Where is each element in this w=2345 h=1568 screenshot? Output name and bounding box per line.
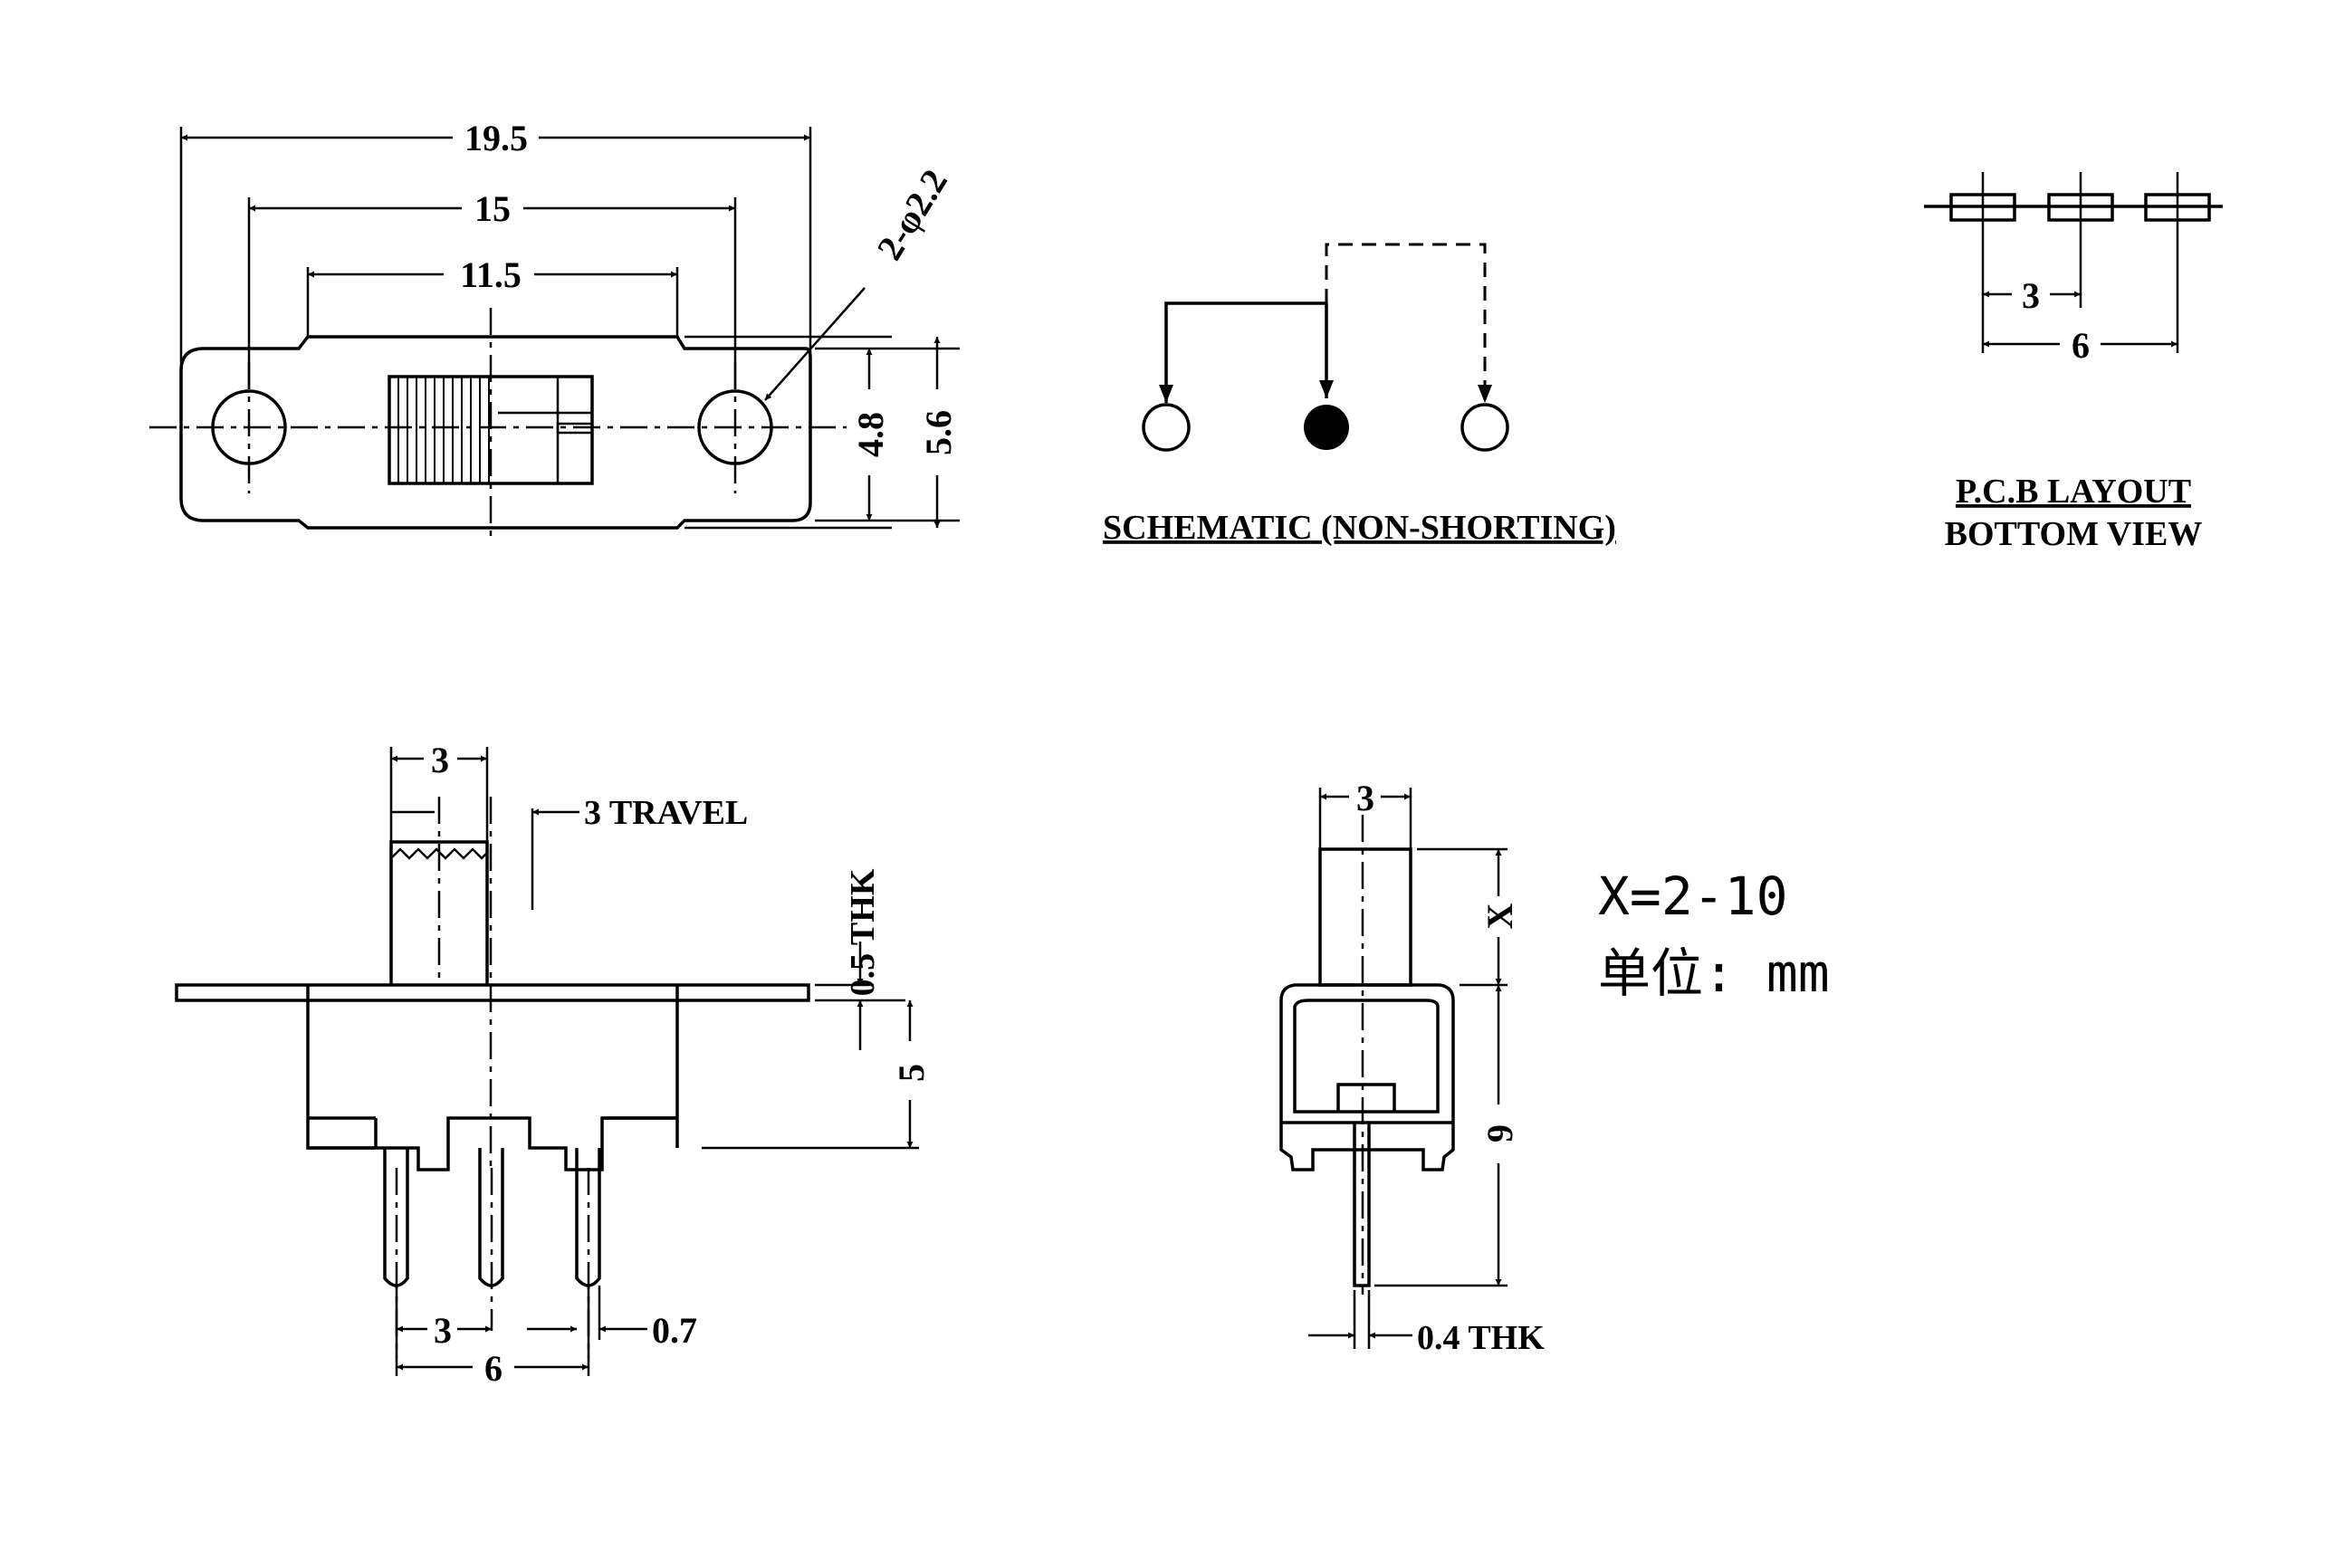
x-range-note: X=2-10 — [1598, 865, 1788, 927]
actuator-break — [390, 847, 488, 860]
side-dim-actuator-width: 3 — [1356, 778, 1374, 818]
side-thk-label: 0.4 THK — [1417, 1319, 1545, 1357]
pcb-dim-pitch: 3 — [2022, 275, 2040, 316]
dim-hole-pitch: 15 — [474, 188, 511, 229]
terminal-right — [1460, 403, 1509, 452]
slider-knurl — [397, 377, 490, 483]
front-view: 3 3 TRAVEL 0.5 THK 5 3 0.7 6 — [175, 740, 932, 1389]
schematic: SCHEMATIC (NON-SHORTING) — [1103, 243, 1616, 547]
dim-inner-height: 4.8 — [850, 412, 891, 457]
front-dim-actuator-width: 3 — [431, 740, 449, 780]
notes: X=2-10 单位: mm — [1598, 865, 1830, 1004]
pcb-layout: 3 6 P.C.B LAYOUT BOTTOM VIEW — [1924, 172, 2223, 553]
front-thk-label: 0.5 THK — [844, 868, 882, 996]
side-view: 3 X 9 0.4 THK — [1279, 778, 1545, 1357]
front-dim-body-height: 5 — [891, 1064, 932, 1082]
travel-label: 3 TRAVEL — [584, 794, 748, 832]
dim-overall-length: 19.5 — [464, 118, 528, 158]
mounting-plate — [175, 983, 810, 1002]
pcb-dim-span: 6 — [2072, 325, 2090, 366]
pcb-title-line2: BOTTOM VIEW — [1945, 515, 2203, 553]
switch-housing — [306, 985, 679, 1171]
dim-hole-diameter: 2-φ2.2 — [868, 162, 955, 267]
side-housing-outer — [1279, 983, 1455, 1171]
front-dim-pin-pitch: 3 — [434, 1310, 452, 1351]
side-dim-height: 9 — [1479, 1124, 1520, 1143]
side-actuator — [1318, 847, 1412, 987]
dim-body-length: 11.5 — [460, 254, 522, 295]
unit-note: 单位: mm — [1598, 942, 1830, 1004]
terminal-common — [1304, 405, 1349, 450]
top-view: 19.5 15 11.5 2-φ2.2 4.8 5.6 — [149, 118, 960, 543]
front-dim-pin-span: 6 — [484, 1348, 502, 1389]
side-dim-actuator-height: X — [1479, 903, 1520, 929]
top-view-frame — [179, 335, 812, 530]
front-dim-pin-width: 0.7 — [652, 1310, 697, 1351]
dim-outer-height: 5.6 — [918, 410, 959, 455]
terminal-left — [1142, 403, 1191, 452]
actuator — [389, 840, 489, 985]
schematic-title: SCHEMATIC (NON-SHORTING) — [1103, 509, 1616, 547]
side-housing-inner — [1293, 999, 1440, 1114]
pcb-title-line1: P.C.B LAYOUT — [1956, 473, 2191, 511]
